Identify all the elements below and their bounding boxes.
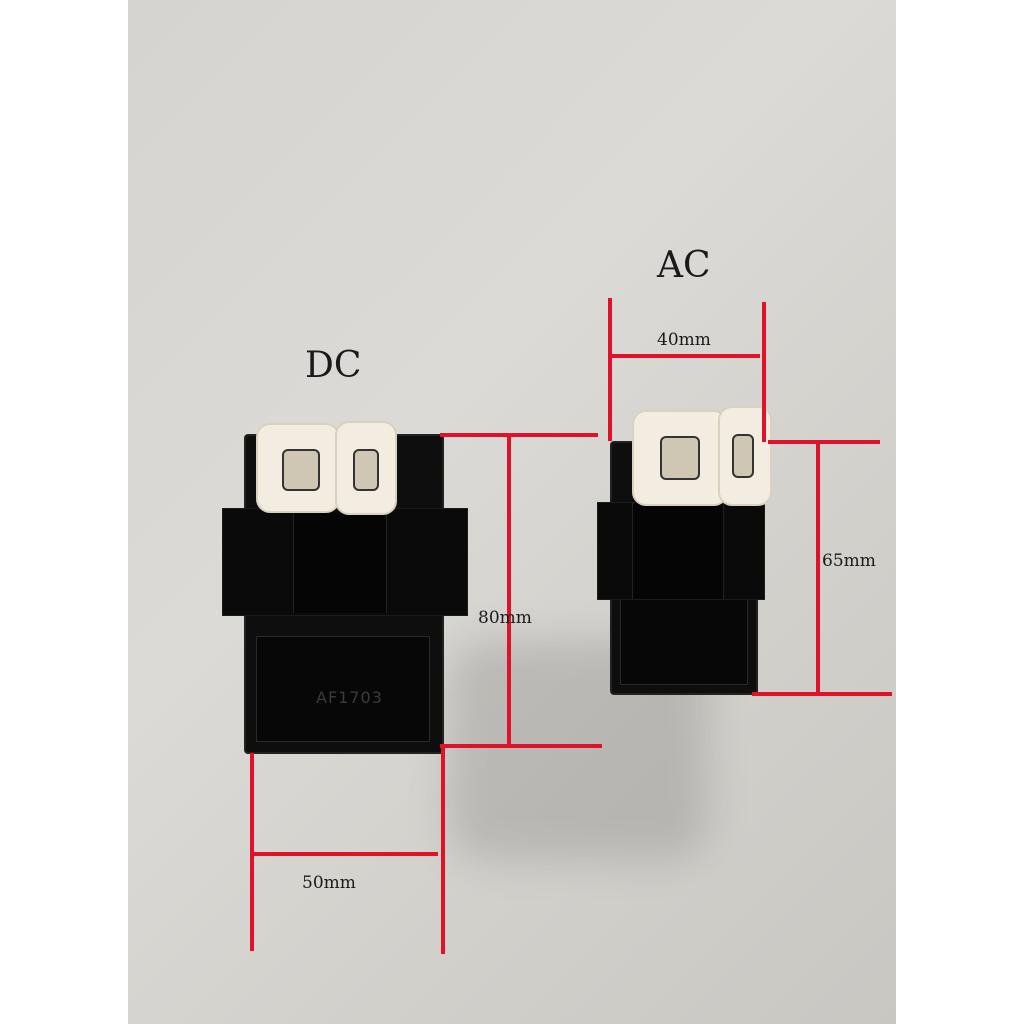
dc-unit-face [256,636,430,742]
socket [732,434,754,478]
ac-connector-2pin [718,406,772,506]
ac-top-extension-line [768,440,880,444]
dc-engraving: AF1703 [316,688,383,707]
dc-height-dimension-line [507,435,511,746]
ac-height-label: 65mm [822,551,876,571]
dc-connector-2pin [335,421,397,515]
ac-width-label: 40mm [657,330,711,350]
ac-title: AC [657,245,711,286]
socket [353,449,379,491]
dc-top-extension-line [440,433,598,437]
ac-connector-4pin [632,410,728,506]
ac-width-dimension-line [610,354,760,358]
dc-bottom-extension-line [440,744,602,748]
ac-unit-face [620,583,748,685]
dc-right-extension-line [441,746,445,954]
dc-width-label: 50mm [302,873,356,893]
ac-right-extension-line [762,302,766,442]
socket [660,436,700,480]
dc-width-dimension-line [252,852,438,856]
dc-title: DC [305,345,362,386]
dc-connector-4pin [256,423,340,513]
ac-mount-band [597,502,765,600]
ac-bottom-extension-line [752,692,892,696]
socket [282,449,320,491]
ac-height-dimension-line [816,442,820,694]
dc-mount-band [222,508,468,616]
ac-left-extension-line [608,298,612,441]
dc-height-label: 80mm [478,608,532,628]
